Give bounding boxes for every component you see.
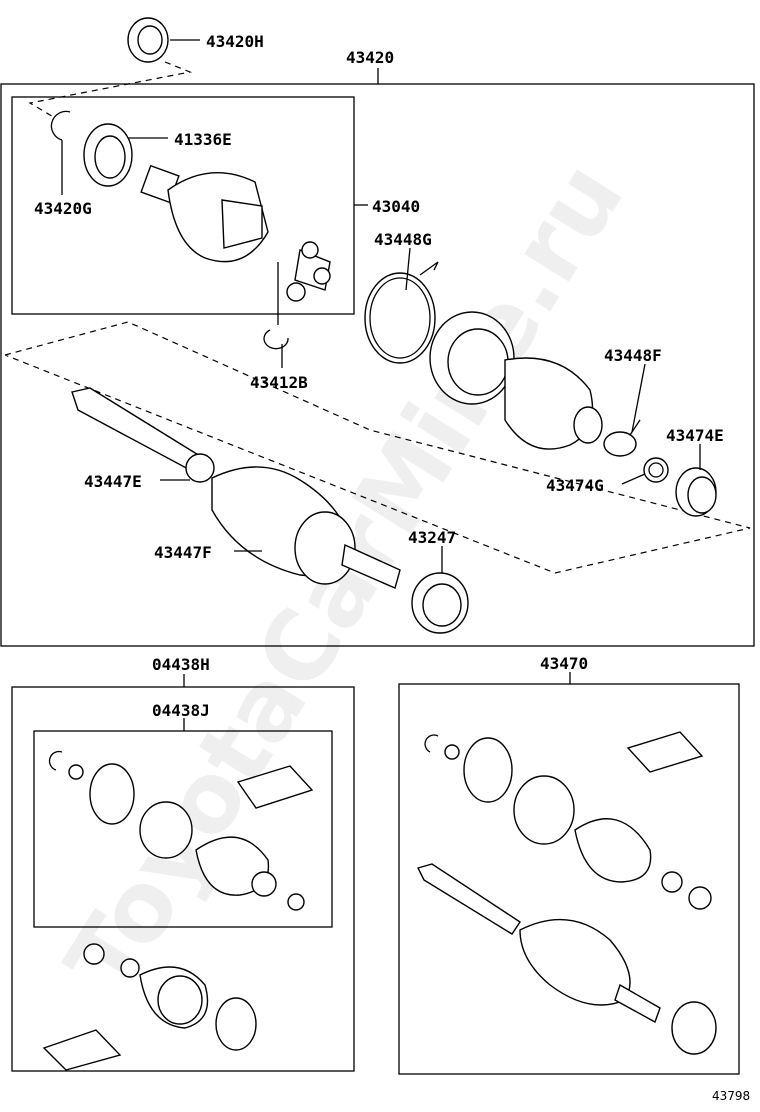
snapring-43420G: [50, 110, 71, 141]
label-43470: 43470: [540, 654, 588, 673]
kit-04438J-parts: [48, 750, 314, 911]
label-43474G: 43474G: [546, 476, 604, 495]
frame-04438J: [33, 730, 333, 928]
label-43420H: 43420H: [206, 32, 264, 51]
boot-inner: [429, 311, 603, 450]
ring-43474G: [643, 457, 669, 483]
damper-43474E: [675, 467, 717, 517]
frame-04438H: [11, 686, 355, 1072]
label-43420: 43420: [346, 48, 394, 67]
label-43420G: 43420G: [34, 199, 92, 218]
label-43247: 43247: [408, 528, 456, 547]
watermark: ToyotaCarMine.ru: [45, 143, 646, 1012]
seal-43420H: [127, 17, 169, 63]
frame-43470: [398, 683, 740, 1075]
label-43040: 43040: [372, 197, 420, 216]
assembly-43470-parts: [416, 731, 717, 1055]
label-43447E: 43447E: [84, 472, 142, 491]
clamp-43448F: [603, 419, 641, 457]
label-41336E: 41336E: [174, 130, 232, 149]
label-43448G: 43448G: [374, 230, 432, 249]
dash-guide-shaft: [4, 321, 751, 574]
diagram-id: 43798: [712, 1089, 750, 1103]
kit-04438H-parts: [42, 943, 257, 1071]
seal-43247: [411, 572, 469, 634]
label-43474E: 43474E: [666, 426, 724, 445]
leader-lines: [61, 39, 701, 731]
label-43448F: 43448F: [604, 346, 662, 365]
clamp-43448G: [364, 261, 439, 364]
inboard-joint-43040: [140, 164, 331, 302]
dash-guide-top: [28, 61, 193, 119]
label-04438J: 04438J: [152, 701, 210, 720]
drive-shaft: [71, 387, 401, 589]
snapring-43412B: [263, 329, 289, 350]
label-43447F: 43447F: [154, 543, 212, 562]
label-43412B: 43412B: [250, 373, 308, 392]
label-04438H: 04438H: [152, 655, 210, 674]
seal-41336E: [83, 123, 133, 187]
